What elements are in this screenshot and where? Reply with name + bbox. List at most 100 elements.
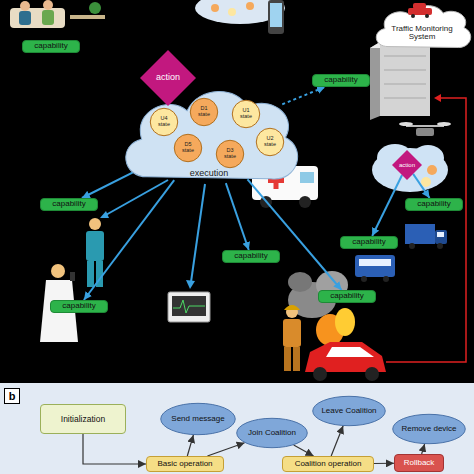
panel-letter: b	[4, 388, 20, 404]
action-diamond-outline	[140, 50, 196, 106]
state-node: D3 state	[216, 140, 244, 168]
capability-tag: capability	[50, 300, 108, 313]
phone-cloud	[195, 0, 285, 34]
connector-arrow	[82, 168, 142, 198]
burning-car	[335, 308, 355, 336]
server-tower	[370, 42, 380, 120]
node-text: action	[156, 73, 180, 82]
panel-background	[0, 383, 474, 474]
server-tower	[384, 98, 426, 99]
operation-ellipse: Send message	[160, 403, 236, 435]
phone-cloud	[246, 2, 254, 10]
node-text: execution	[190, 169, 229, 178]
connector-arrow	[187, 435, 193, 456]
drone	[406, 125, 444, 127]
capability-tag: capability	[405, 198, 463, 211]
start-box: Initialization	[40, 404, 126, 434]
office-people	[43, 0, 53, 10]
nurse	[87, 261, 94, 287]
state-node: D5 state	[174, 134, 202, 162]
ambulance	[299, 196, 311, 208]
alert-wire	[386, 98, 466, 362]
node-text: capability	[417, 200, 450, 208]
server-tower	[370, 42, 432, 120]
connector-arrow	[372, 175, 402, 236]
drone	[437, 122, 451, 126]
node-text: D1 state	[196, 106, 212, 118]
state-node: U2 state	[256, 128, 284, 156]
firefighter	[293, 347, 300, 371]
state-node-outline	[256, 128, 283, 155]
state-node-outline	[150, 108, 177, 135]
office-people	[42, 10, 54, 25]
server-tower	[384, 70, 426, 71]
man-in-robe	[51, 264, 65, 278]
capability-tag: capability	[40, 198, 98, 211]
action-diamond: action	[140, 50, 196, 106]
bus	[355, 255, 395, 277]
office-people	[89, 2, 101, 14]
execution-cloud-outline	[126, 92, 298, 179]
connector-arrow	[331, 426, 343, 456]
nurse	[86, 231, 104, 261]
node-text: Leave Coalition	[321, 407, 376, 415]
capability-tag: capability	[340, 236, 398, 249]
right-cloud	[372, 144, 448, 192]
state-node-outline	[174, 134, 201, 161]
office-people	[70, 15, 105, 19]
operation-ellipse: Remove device	[392, 414, 466, 444]
operation-ellipse: Join Coalition	[236, 418, 308, 448]
panel-background	[0, 0, 474, 383]
node-text: capability	[330, 292, 363, 300]
burning-car	[365, 367, 379, 381]
office-people	[10, 8, 65, 28]
drone	[416, 128, 434, 136]
burning-car	[305, 308, 386, 381]
state-node: U4 state	[150, 108, 178, 136]
node-text: U1 state	[238, 108, 254, 120]
phone-cloud	[270, 3, 282, 27]
firefighter	[284, 347, 291, 371]
capability-tag: capability	[22, 40, 80, 53]
firefighter	[284, 305, 300, 310]
node-text: action	[399, 162, 415, 168]
node-text: Initialization	[61, 415, 105, 424]
connector-arrow	[374, 463, 394, 464]
state-box: Coalition operation	[282, 456, 374, 472]
node-text: capability	[352, 238, 385, 246]
burning-car	[326, 347, 374, 357]
connector-arrow	[422, 444, 425, 454]
truck	[437, 232, 444, 237]
patient-monitor	[172, 296, 206, 316]
node-text: Traffic Monitoring System	[386, 25, 458, 42]
action-diamond-outline	[392, 150, 422, 180]
patient-monitor	[173, 300, 205, 313]
patient-monitor	[168, 292, 210, 322]
connector-arrow	[413, 174, 429, 198]
burning-car	[313, 367, 327, 381]
connector-arrow	[207, 443, 244, 456]
firefighter	[283, 305, 301, 371]
node-text: capability	[62, 302, 95, 310]
man-in-robe	[70, 272, 75, 281]
connector-arrow	[294, 445, 314, 456]
node-text: capability	[324, 76, 357, 84]
leader-arrow	[186, 280, 195, 289]
bus	[383, 276, 389, 282]
phone-cloud	[268, 0, 284, 34]
office-people	[19, 11, 31, 25]
state-node: U1 state	[232, 100, 260, 128]
smoke	[288, 272, 312, 292]
state-box: Basic operation	[146, 456, 224, 472]
node-text: Join Coalition	[248, 429, 296, 437]
server-tower	[380, 42, 430, 116]
state-node-outline	[232, 100, 259, 127]
leader-arrow	[100, 180, 205, 289]
server-tower	[384, 56, 426, 57]
leader-arrow	[191, 184, 205, 282]
server-tower	[384, 84, 426, 85]
connector-arrow	[83, 434, 146, 464]
system-cloud: Traffic Monitoring System	[372, 2, 472, 50]
